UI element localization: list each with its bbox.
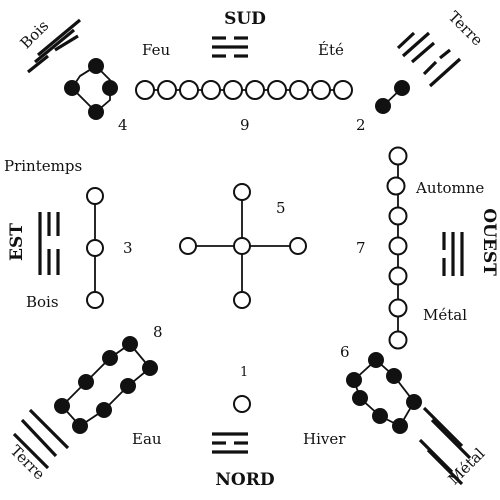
label-metal-corner: Métal bbox=[445, 444, 489, 488]
label-feu: Feu bbox=[142, 41, 170, 59]
number-2: 2 bbox=[356, 116, 366, 134]
number-9: 9 bbox=[240, 116, 250, 134]
figure-6-black-dots bbox=[346, 352, 422, 434]
label-printemps: Printemps bbox=[4, 157, 82, 175]
trigram-north bbox=[212, 432, 248, 454]
number-8: 8 bbox=[153, 323, 163, 341]
figure-9-white-dots bbox=[135, 80, 353, 100]
label-metal-west: Métal bbox=[423, 306, 467, 324]
trigram-top-left bbox=[27, 18, 82, 74]
figure-3-white-dots bbox=[86, 187, 104, 309]
number-7: 7 bbox=[356, 239, 366, 257]
label-ete: Été bbox=[318, 41, 344, 59]
label-hiver: Hiver bbox=[303, 430, 346, 448]
trigram-south bbox=[212, 36, 248, 58]
figure-2-black-dots bbox=[375, 80, 410, 114]
direction-west: OUEST bbox=[479, 208, 499, 276]
direction-east: EST bbox=[7, 223, 27, 261]
number-4: 4 bbox=[118, 116, 128, 134]
trigram-bottom-right bbox=[418, 406, 472, 486]
number-1: 1 bbox=[240, 365, 248, 380]
label-eau: Eau bbox=[132, 430, 162, 448]
label-bois-east: Bois bbox=[26, 293, 59, 311]
label-terre-top-right: Terre bbox=[445, 8, 487, 50]
figure-1-white-dot bbox=[233, 395, 251, 413]
trigram-top-right bbox=[396, 31, 462, 88]
trigram-east bbox=[38, 212, 60, 275]
trigram-west bbox=[442, 232, 464, 276]
figure-5-white-dots bbox=[179, 183, 307, 309]
figure-7-white-dots bbox=[386, 146, 408, 350]
direction-south: SUD bbox=[224, 9, 266, 29]
label-automne: Automne bbox=[415, 179, 484, 197]
figure-4-black-dots bbox=[64, 58, 118, 120]
number-6: 6 bbox=[340, 343, 350, 361]
number-3: 3 bbox=[123, 239, 133, 257]
direction-north: NORD bbox=[215, 470, 274, 490]
figure-8-black-dots bbox=[54, 336, 158, 434]
trigram-bottom-left bbox=[12, 408, 70, 470]
number-5: 5 bbox=[276, 199, 286, 217]
